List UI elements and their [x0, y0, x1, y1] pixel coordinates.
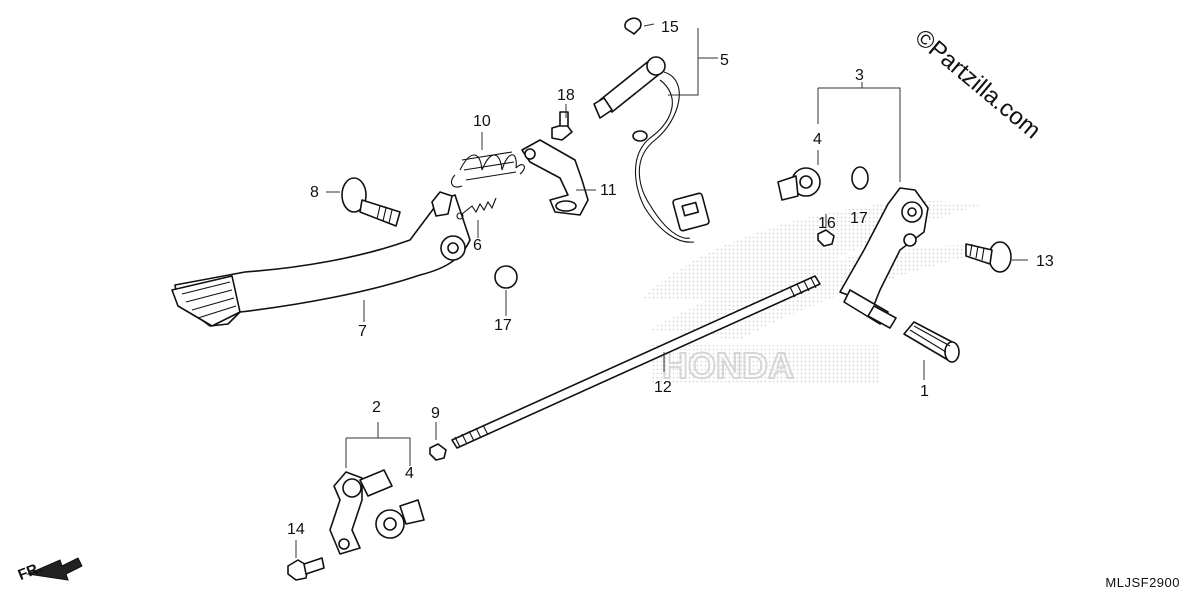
callout-5: 5: [720, 52, 729, 69]
bolt-14-part: [287, 557, 325, 581]
callout-2: 2: [372, 399, 381, 416]
callout-7: 9: [431, 405, 440, 422]
callout-9: 8: [310, 184, 319, 201]
rod-end-lower-part: [375, 499, 425, 539]
callout-10: 10: [473, 113, 491, 130]
callout-8: 7: [358, 323, 367, 340]
svg-text:HONDA: HONDA: [662, 345, 794, 386]
pivot-bolt-right-part: [965, 241, 1012, 273]
rubber-peg-part: [903, 321, 960, 363]
callout-17-left: 17: [494, 317, 512, 334]
tension-spring-part: [456, 197, 497, 220]
washer-left-part: [494, 265, 518, 289]
washer-right-part: [851, 166, 869, 190]
rod-end-upper-part: [777, 167, 821, 201]
clip-part: [624, 17, 642, 35]
callout-labels: 15 5 18 10 8 6 11 17 7 3 4 17 16 13 12 1…: [287, 19, 1054, 538]
callout-6: 6: [473, 237, 482, 254]
lower-arm-part: [329, 469, 393, 555]
callout-4-upper: 4: [813, 131, 822, 148]
diagram-code: MLJSF2900: [1105, 575, 1180, 590]
callout-3: 3: [855, 67, 864, 84]
callout-1: 1: [920, 383, 929, 400]
pivot-bolt-part: [341, 177, 401, 227]
bolt-18-part: [551, 111, 573, 141]
switch-harness-part: [593, 56, 710, 243]
callout-16: 16: [818, 215, 836, 232]
nut-7-part: [429, 443, 447, 461]
callout-12: 12: [654, 379, 672, 396]
shift-rod-part: [451, 275, 821, 449]
pedal-arm-part: [171, 191, 471, 327]
spring-part: [450, 151, 525, 188]
callout-14: 14: [287, 521, 305, 538]
nut-16-part: [817, 229, 835, 247]
callout-4-lower: 4: [405, 465, 414, 482]
callout-17-right: 17: [850, 210, 868, 227]
bracket-part: [521, 139, 589, 216]
callout-15: 15: [661, 19, 679, 36]
callout-13: 13: [1036, 253, 1054, 270]
callout-11: 11: [600, 182, 617, 199]
callout-18: 18: [557, 87, 575, 104]
shift-arm-part: [839, 187, 929, 329]
front-arrow-icon: [26, 557, 83, 581]
leader-lines: [295, 23, 1028, 558]
